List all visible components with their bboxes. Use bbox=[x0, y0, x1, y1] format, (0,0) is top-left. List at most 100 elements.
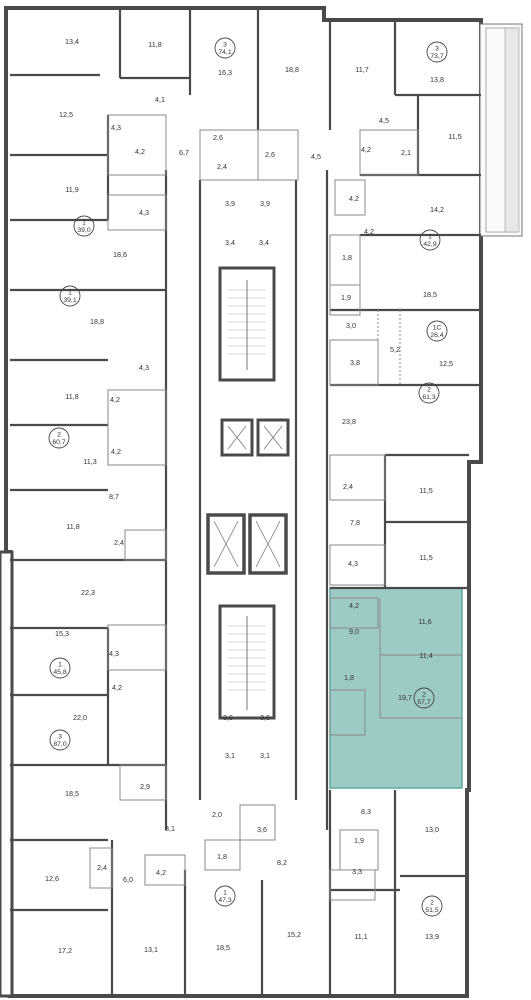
room-area-label: 4,2 bbox=[110, 395, 120, 404]
apartment-room-count: 3 bbox=[223, 41, 227, 48]
room-area-label: 12,5 bbox=[59, 110, 73, 119]
room-area-label: 8,3 bbox=[361, 807, 371, 816]
room-area-label: 8,1 bbox=[165, 824, 175, 833]
room-area-label: 2,6 bbox=[265, 150, 275, 159]
apartment-badge[interactable]: 373,7 bbox=[426, 41, 448, 63]
apartment-badge[interactable]: 260,7 bbox=[48, 427, 70, 449]
room-area-label: 11,5 bbox=[419, 486, 432, 495]
room-area-label: 1,8 bbox=[344, 673, 354, 682]
apartment-badge[interactable]: 374,1 bbox=[214, 37, 236, 59]
room-area-label: 11,1 bbox=[354, 932, 367, 941]
room-area-label: 4,3 bbox=[348, 559, 358, 568]
room-area-label: 18,5 bbox=[216, 943, 230, 952]
room-area-label: 17,2 bbox=[58, 946, 72, 955]
room-area-label: 3,3 bbox=[352, 867, 362, 876]
apartment-badge[interactable]: 139,0 bbox=[73, 215, 95, 237]
room-area-label: 2,0 bbox=[212, 810, 222, 819]
room-area-label: 4,3 bbox=[109, 649, 119, 658]
apartment-room-count: 1 bbox=[428, 233, 432, 240]
room-area-label: 3,4 bbox=[259, 238, 269, 247]
apartment-room-count: 3 bbox=[435, 45, 439, 52]
apartment-total-area: 57,7 bbox=[417, 699, 430, 706]
apartment-badge-circle bbox=[48, 427, 70, 449]
apartment-badge-circle bbox=[214, 37, 236, 59]
room-area-label: 22,0 bbox=[73, 713, 87, 722]
room-area-label: 18,8 bbox=[285, 65, 299, 74]
room-area-label: 2,4 bbox=[114, 538, 124, 547]
apartment-badge[interactable]: 261,3 bbox=[418, 382, 440, 404]
walls bbox=[10, 8, 481, 996]
apartment-room-count: 2 bbox=[57, 431, 61, 438]
apartment-badge[interactable]: 147,3 bbox=[214, 885, 236, 907]
apartment-badge-circle bbox=[426, 320, 448, 342]
room-area-label: 1,8 bbox=[342, 253, 352, 262]
apartment-highlight[interactable] bbox=[329, 587, 463, 789]
room-area-label: 4,1 bbox=[155, 95, 165, 104]
room-area-label: 13,1 bbox=[144, 945, 158, 954]
room-area-label: 1,9 bbox=[354, 836, 364, 845]
room-area-label: 4,2 bbox=[361, 145, 371, 154]
room-area-label: 9,0 bbox=[349, 627, 359, 636]
room-area-label: 23,8 bbox=[342, 417, 356, 426]
room-area-label: 2,6 bbox=[213, 133, 223, 142]
room-area-label: 4,2 bbox=[135, 147, 145, 156]
room-area-label: 13,8 bbox=[430, 75, 444, 84]
room-area-label: 15,3 bbox=[55, 629, 69, 638]
room-area-label: 11,5 bbox=[448, 132, 461, 141]
apartment-room-count: 3 bbox=[58, 733, 62, 740]
apartment-room-count: 2 bbox=[430, 899, 434, 906]
apartment-badge[interactable]: 257,7 bbox=[413, 687, 435, 709]
apartment-room-count: 1 bbox=[82, 219, 86, 226]
apartment-total-area: 51,5 bbox=[425, 907, 438, 914]
apartment-total-area: 61,3 bbox=[422, 394, 435, 401]
room-area-label: 5,2 bbox=[390, 345, 400, 354]
apartment-badge[interactable]: 251,5 bbox=[421, 895, 443, 917]
core bbox=[206, 266, 290, 720]
room-area-label: 11,5 bbox=[419, 553, 432, 562]
room-area-label: 1,8 bbox=[217, 852, 227, 861]
room-area-label: 11,8 bbox=[148, 40, 161, 49]
room-area-label: 11,8 bbox=[66, 522, 79, 531]
apartment-total-area: 39,0 bbox=[77, 227, 90, 234]
room-area-label: 6,0 bbox=[123, 875, 133, 884]
room-area-label: 3,9 bbox=[225, 199, 235, 208]
room-area-label: 4,2 bbox=[349, 601, 359, 610]
apartment-total-area: 87,0 bbox=[53, 741, 66, 748]
room-area-label: 18,6 bbox=[113, 250, 127, 259]
apartment-badge[interactable]: 145,8 bbox=[49, 657, 71, 679]
room-area-label: 11,8 bbox=[65, 392, 78, 401]
room-area-label: 11,4 bbox=[419, 651, 432, 660]
room-area-label: 2,4 bbox=[217, 162, 227, 171]
left-ledge bbox=[0, 550, 14, 998]
apartment-room-count: 2 bbox=[422, 691, 426, 698]
room-area-label: 11,9 bbox=[65, 185, 78, 194]
apartment-badge-circle bbox=[418, 382, 440, 404]
room-area-label: 11,7 bbox=[355, 65, 368, 74]
room-area-label: 4,5 bbox=[379, 116, 389, 125]
apartment-badge-circle bbox=[426, 41, 448, 63]
apartment-room-count: 1С bbox=[433, 324, 442, 331]
room-area-label: 3,6 bbox=[260, 713, 270, 722]
apartment-badge[interactable]: 387,0 bbox=[49, 729, 71, 751]
apartment-total-area: 73,7 bbox=[430, 53, 443, 60]
room-area-label: 12,6 bbox=[45, 874, 59, 883]
apartment-total-area: 45,8 bbox=[53, 669, 66, 676]
room-area-label: 13,9 bbox=[425, 932, 439, 941]
room-area-label: 3,6 bbox=[223, 713, 233, 722]
apartment-badge-circle bbox=[419, 229, 441, 251]
room-area-label: 13,4 bbox=[65, 37, 79, 46]
room-area-label: 3,1 bbox=[260, 751, 270, 760]
apartment-badge[interactable]: 139,1 bbox=[59, 285, 81, 307]
apartment-badge-circle bbox=[73, 215, 95, 237]
room-area-label: 2,4 bbox=[97, 863, 107, 872]
room-area-label: 2,4 bbox=[343, 482, 353, 491]
room-area-label: 4,2 bbox=[349, 194, 359, 203]
apartment-total-area: 47,3 bbox=[218, 897, 231, 904]
room-area-label: 19,7 bbox=[398, 693, 412, 702]
room-area-label: 14,2 bbox=[430, 205, 444, 214]
apartment-badge[interactable]: 142,9 bbox=[419, 229, 441, 251]
room-area-label: 8,2 bbox=[277, 858, 287, 867]
